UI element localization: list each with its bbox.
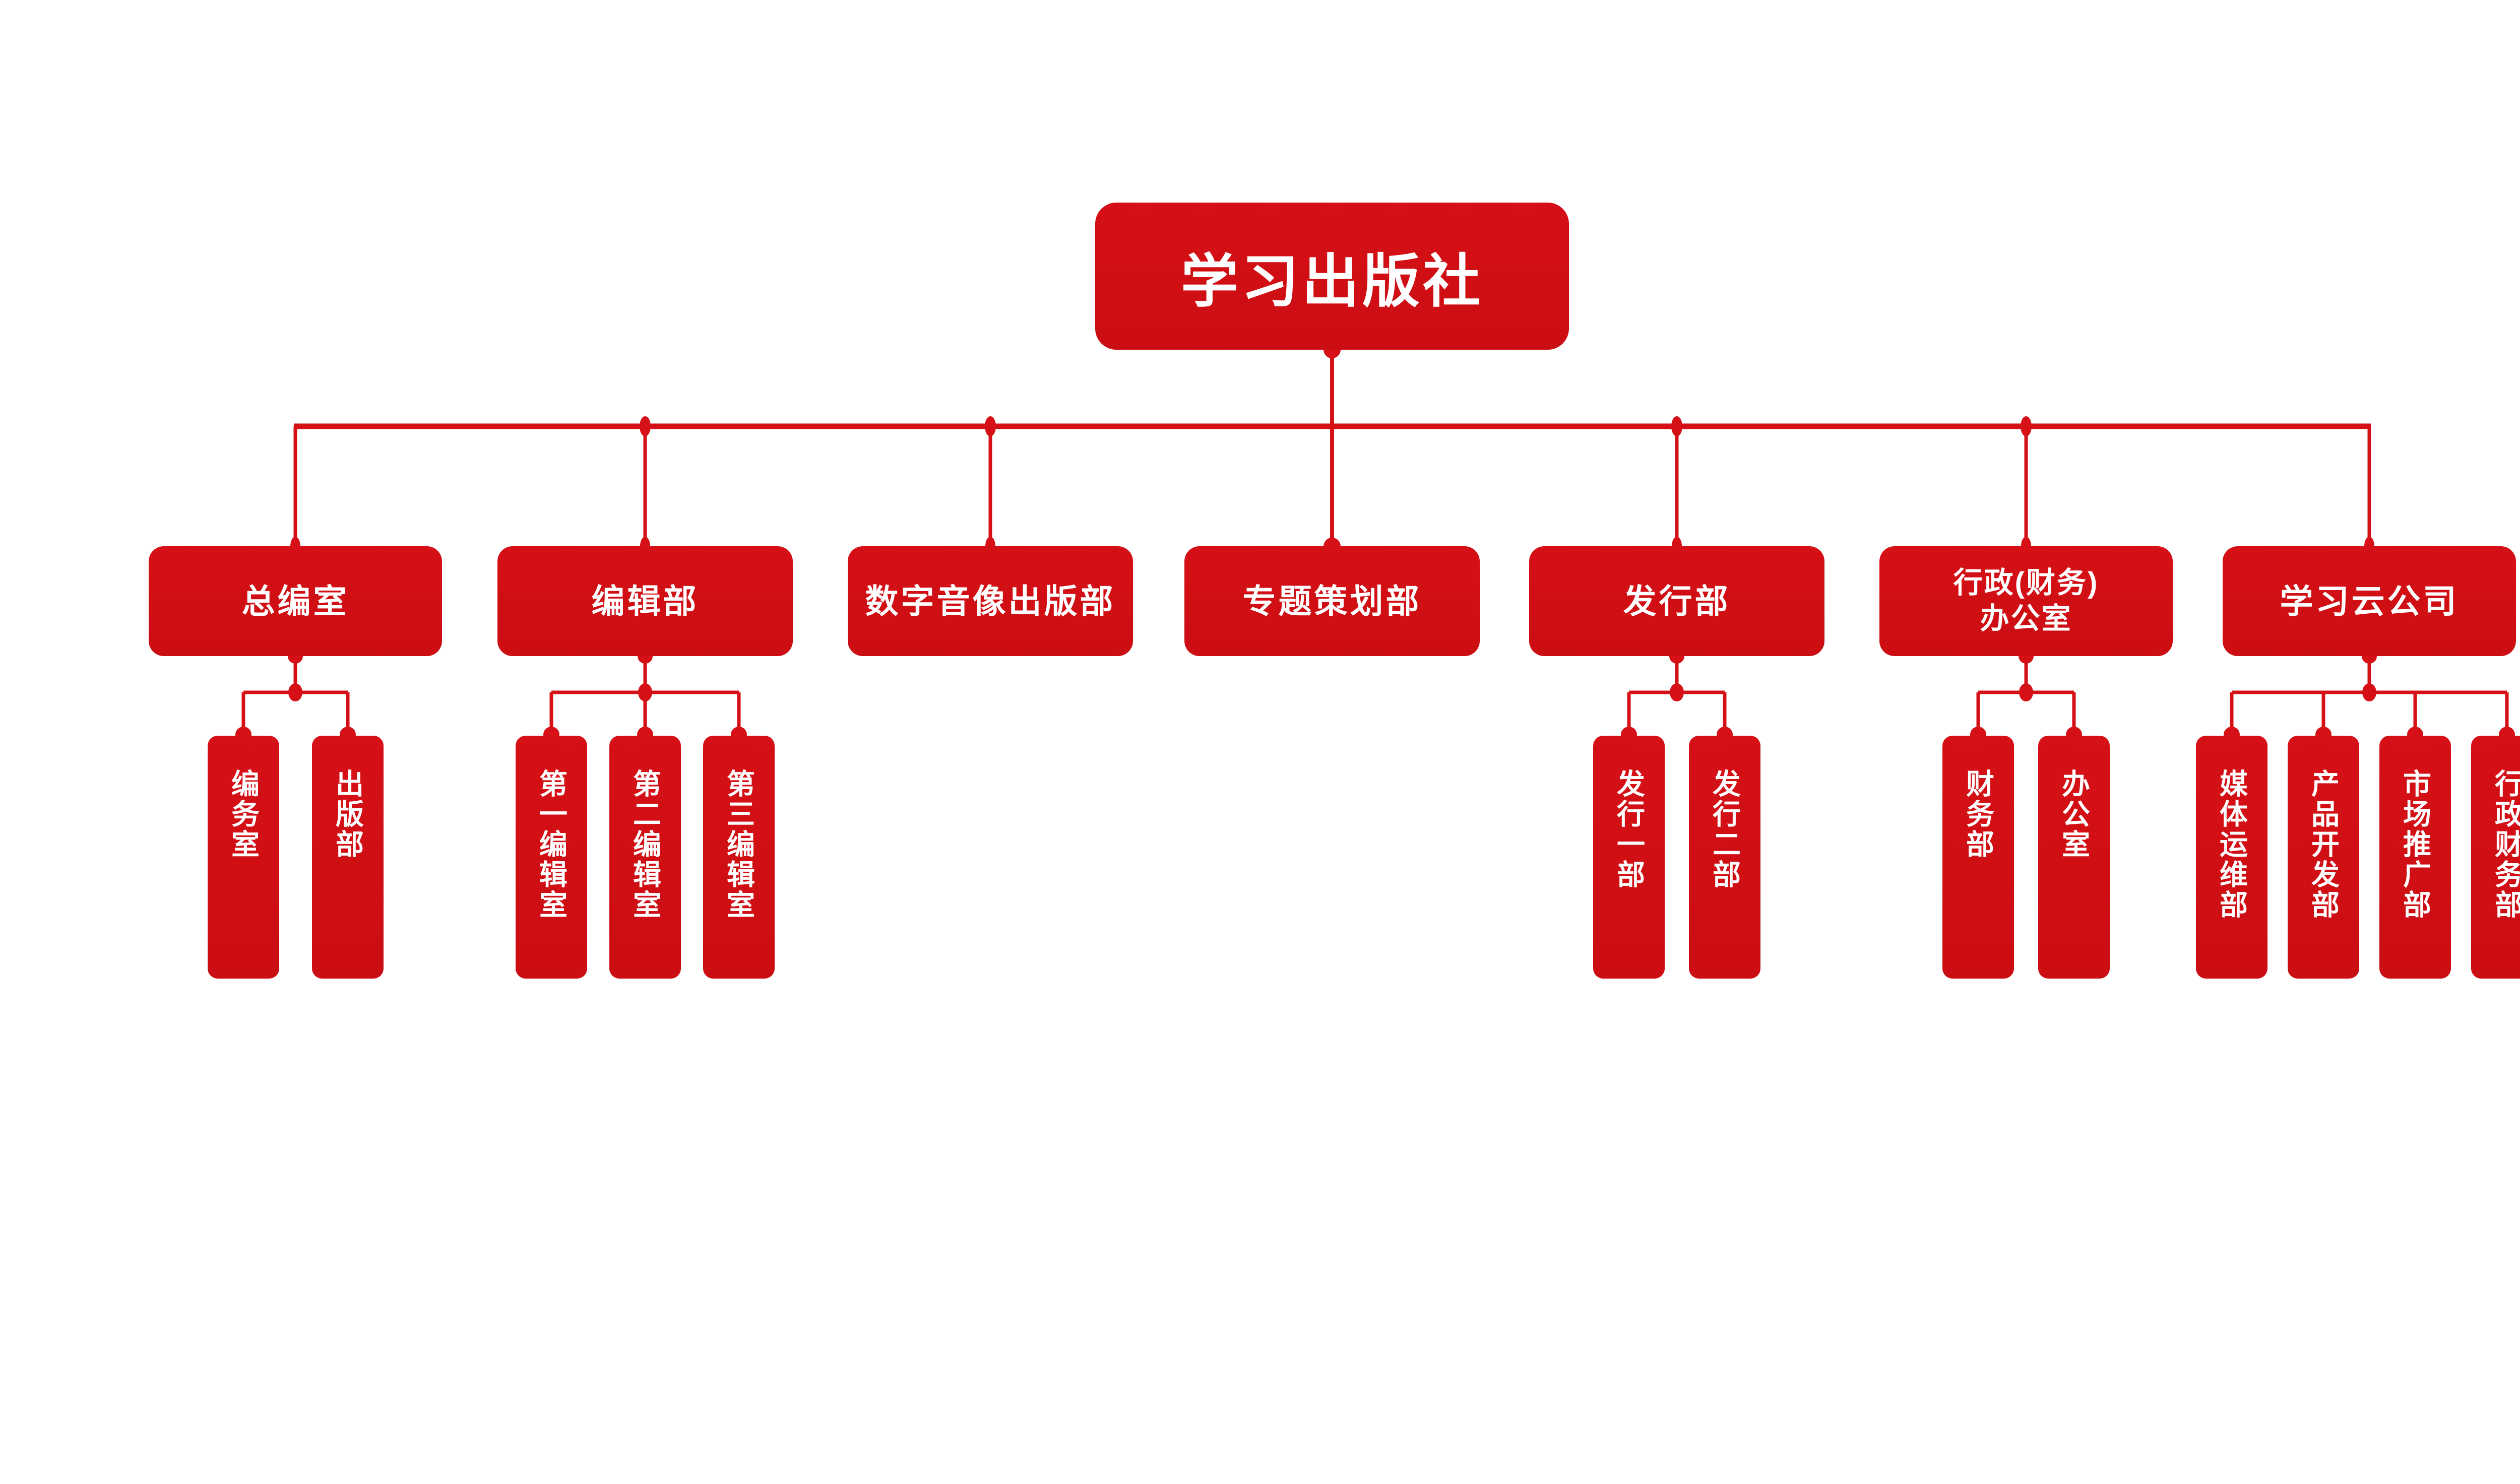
bus-junction-dot [985, 416, 996, 436]
trunk-line [1330, 350, 1334, 546]
unit-label: 财务部 [1962, 769, 1994, 860]
org-node-root: 学习出版社 [1095, 203, 1569, 350]
unit-label: 第一编辑室 [535, 769, 568, 920]
unit-label: 编务室 [227, 769, 260, 860]
department-label: 数字音像出版部 [865, 582, 1116, 620]
org-node-unit: 办公室 [2038, 736, 2110, 979]
bus-junction-dot [1671, 416, 1682, 436]
dept-drop-line [643, 426, 647, 546]
org-node-unit: 财务部 [1942, 736, 2014, 979]
bus-junction-dot [2021, 416, 2032, 436]
unit-drop-line [737, 692, 741, 736]
group-drop-line [643, 656, 647, 692]
department-label: 专题策划部 [1242, 582, 1422, 620]
unit-drop-line [2230, 692, 2234, 736]
unit-drop-line [2321, 692, 2325, 736]
group-junction-dot [1670, 683, 1684, 701]
org-node-unit: 发行一部 [1593, 736, 1665, 979]
unit-label: 发行二部 [1709, 769, 1741, 890]
group-drop-line [2367, 656, 2371, 692]
unit-drop-line [2072, 692, 2076, 736]
unit-label: 行政财务部 [2491, 769, 2520, 920]
group-junction-dot [2019, 683, 2033, 701]
group-drop-line [1675, 656, 1679, 692]
dept-drop-line [293, 426, 297, 546]
dept-drop-line [988, 426, 992, 546]
bus-line [294, 423, 2371, 429]
unit-drop-line [2505, 692, 2509, 736]
unit-label: 出版部 [332, 769, 364, 860]
org-node-unit: 行政财务部 [2471, 736, 2520, 979]
org-node-department: 数字音像出版部 [848, 546, 1133, 656]
org-node-unit: 第一编辑室 [516, 736, 587, 979]
org-node-unit: 产品开发部 [2288, 736, 2359, 979]
org-node-unit: 发行二部 [1689, 736, 1760, 979]
department-label: 行政(财务) [1953, 566, 2099, 600]
org-node-department: 行政(财务)办公室 [1879, 546, 2173, 656]
org-node-department: 专题策划部 [1184, 546, 1480, 656]
unit-label: 第二编辑室 [629, 769, 661, 920]
department-label: 发行部 [1623, 582, 1731, 620]
org-node-unit: 第二编辑室 [609, 736, 681, 979]
department-label: 办公室 [1980, 602, 2072, 635]
group-drop-line [2024, 656, 2028, 692]
group-drop-line [293, 656, 297, 692]
group-junction-dot [2362, 683, 2376, 701]
unit-label: 媒体运维部 [2216, 769, 2248, 920]
unit-label: 产品开发部 [2307, 769, 2340, 920]
org-node-unit: 出版部 [312, 736, 384, 979]
org-node-unit: 媒体运维部 [2196, 736, 2267, 979]
department-label: 编辑部 [591, 582, 699, 620]
unit-drop-line [1627, 692, 1631, 736]
unit-drop-line [1976, 692, 1980, 736]
org-node-department: 编辑部 [497, 546, 793, 656]
unit-label: 发行一部 [1613, 769, 1645, 890]
unit-label: 市场推广部 [2399, 769, 2431, 920]
org-node-unit: 编务室 [208, 736, 279, 979]
unit-drop-line [241, 692, 245, 736]
unit-label: 第三编辑室 [723, 769, 755, 920]
dept-drop-line [1675, 426, 1679, 546]
org-node-department: 学习云公司 [2223, 546, 2516, 656]
department-label: 学习云公司 [2280, 582, 2459, 620]
unit-drop-line [1723, 692, 1727, 736]
group-junction-dot [288, 683, 302, 701]
department-label: 总编室 [241, 582, 349, 620]
unit-drop-line [549, 692, 553, 736]
unit-drop-line [643, 692, 647, 736]
bus-junction-dot [640, 416, 651, 436]
dept-drop-line [2024, 426, 2028, 546]
org-node-unit: 市场推广部 [2379, 736, 2451, 979]
unit-drop-line [346, 692, 350, 736]
unit-label: 办公室 [2058, 769, 2090, 860]
org-node-root-label: 学习出版社 [1180, 249, 1483, 314]
unit-drop-line [2413, 692, 2417, 736]
org-node-department: 总编室 [149, 546, 442, 656]
dept-drop-line [2367, 426, 2371, 546]
org-node-unit: 第三编辑室 [703, 736, 775, 979]
org-node-department: 发行部 [1529, 546, 1824, 656]
